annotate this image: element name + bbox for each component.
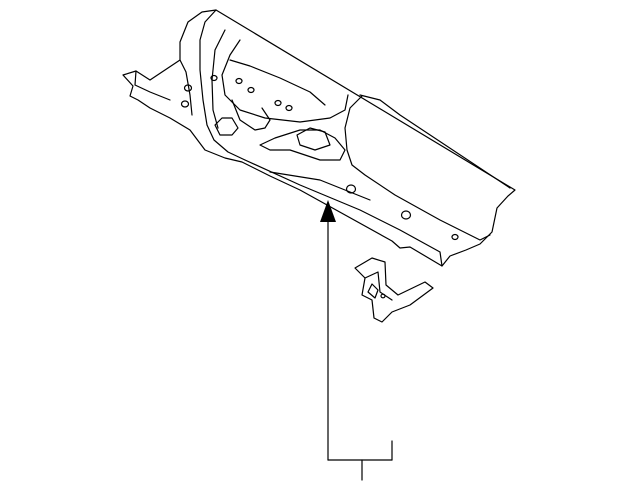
- hole: [274, 99, 282, 107]
- hole: [400, 210, 412, 220]
- hole: [235, 77, 243, 85]
- hole: [183, 84, 193, 92]
- hole: [210, 74, 218, 82]
- hole: [180, 100, 190, 108]
- hole: [451, 233, 459, 241]
- small-bracket: [354, 257, 434, 323]
- main-floor-panel: [122, 9, 516, 267]
- hole: [345, 184, 357, 194]
- hole: [285, 104, 293, 112]
- arrowhead: [320, 200, 336, 222]
- hole: [247, 86, 255, 94]
- callout-pointer: [320, 200, 393, 481]
